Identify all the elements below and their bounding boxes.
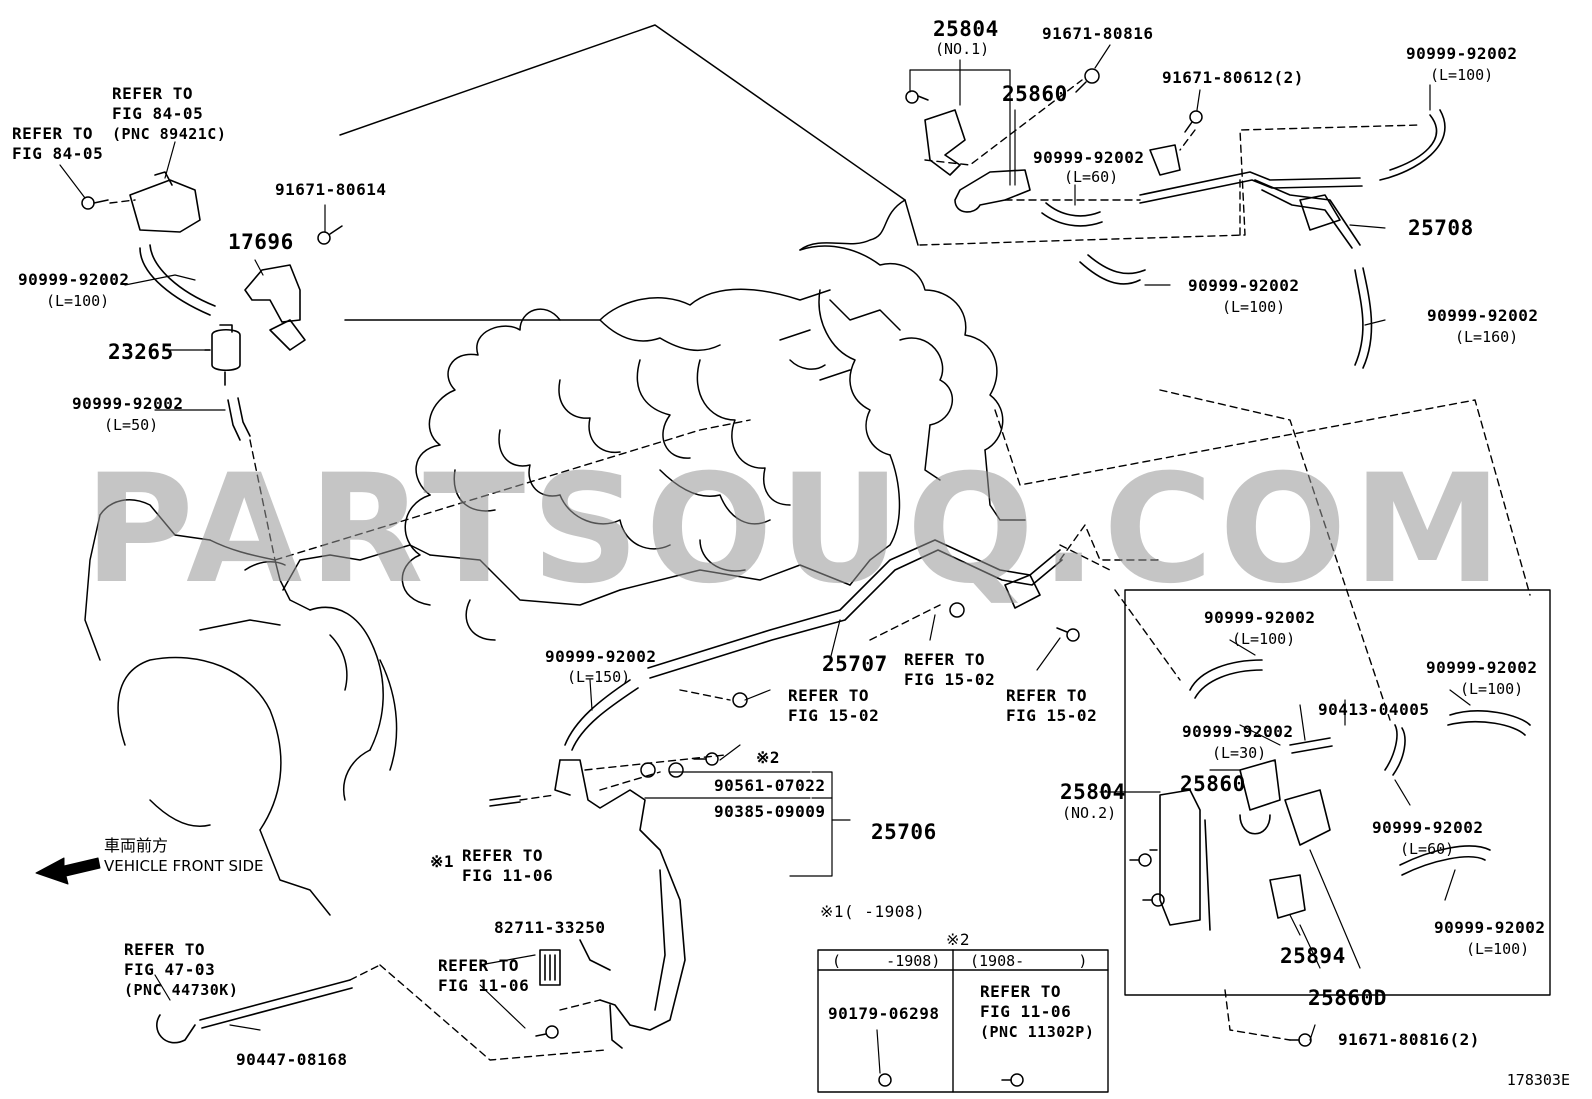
label-hose-l160: 90999-92002 [1427,306,1539,325]
label-hose-l100-left-len: (L=100) [46,292,110,310]
label-hose-l100-mid-len: (L=100) [1222,298,1286,316]
hoses [139,109,1531,1049]
label-box-hose-l60: 90999-92002 [1372,818,1484,837]
label-box-hose-l100-c-len: (L=100) [1466,940,1530,958]
label-box-hose-l100-b: 90999-92002 [1426,658,1538,677]
table2-col1-part: 90179-06298 [828,1004,940,1023]
label-box-hose-l100-c: 90999-92002 [1434,918,1546,937]
label-box-90413-04005: 90413-04005 [1318,700,1430,719]
label-box-hose-l30-len: (L=30) [1212,744,1267,762]
fasteners [81,68,1312,1087]
detail-box-frame [1124,589,1551,996]
label-mark2-bolt: ※2 [756,748,781,767]
label-hose-l50-len: (L=50) [104,416,159,434]
figure-code: 178303E [1506,1071,1570,1089]
components [129,109,1341,931]
label-hose-l150-len: (L=150) [567,668,631,686]
label-25707: 25707 [822,652,888,676]
label-hose-l150: 90999-92002 [545,647,657,666]
label-hose-l100-top-len: (L=100) [1430,66,1494,84]
label-25804-top-sub: (NO.1) [935,40,990,58]
label-box-25860d: 25860D [1308,986,1387,1010]
leaders [59,44,1471,1074]
engine-outline [84,24,1026,916]
label-box-hose-l100-b-len: (L=100) [1460,680,1524,698]
label-box-25860: 25860 [1180,772,1246,796]
label-direction-jp: 車両前方 [104,836,169,855]
label-90385-09009: 90385-09009 [714,802,826,821]
label-mark1-stud: ※1 [430,852,455,871]
label-direction-en: VEHICLE FRONT SIDE [104,857,264,875]
table2-col1-head: ( -1908) [832,952,941,970]
label-25804-top: 25804 [933,17,999,41]
label-91671-80612: 91671-80612(2) [1162,68,1304,87]
label-91671-80816: 91671-80816 [1042,24,1154,43]
label-90561-07022: 90561-07022 [714,776,826,795]
label-90447-08168: 90447-08168 [236,1050,348,1069]
label-23265: 23265 [108,340,174,364]
table2-title: ※2 [946,930,971,949]
label-box-hose-l60-len: (L=60) [1400,840,1455,858]
label-25706: 25706 [871,820,937,844]
label-hose-l160-len: (L=160) [1455,328,1519,346]
label-17696: 17696 [228,230,294,254]
label-hose-l60-top-len: (L=60) [1064,168,1119,186]
label-box-25804: 25804 [1060,780,1126,804]
label-box-hose-l100-a: 90999-92002 [1204,608,1316,627]
label-mark1-note: ※1( -1908) [820,902,926,921]
label-91671-80614: 91671-80614 [275,180,387,199]
label-25708: 25708 [1408,216,1474,240]
label-hose-l100-top: 90999-92002 [1406,44,1518,63]
label-box-hose-l30: 90999-92002 [1182,722,1294,741]
vehicle-front-arrow [35,857,101,885]
label-box-hose-l100-a-len: (L=100) [1232,630,1296,648]
label-box-25804-sub: (NO.2) [1062,804,1117,822]
label-25860-top: 25860 [1002,82,1068,106]
label-box-25894: 25894 [1280,944,1346,968]
label-91671-80816-2: 91671-80816(2) [1338,1030,1480,1049]
table-frame [817,949,1109,1093]
label-hose-l60-top: 90999-92002 [1033,148,1145,167]
label-hose-l50: 90999-92002 [72,394,184,413]
dashed-guides [109,79,1531,1061]
label-82711-33250: 82711-33250 [494,918,606,937]
watermark: PARTSOUQ.COM [83,443,1509,617]
table2-col2-head: (1908- ) [970,952,1088,970]
label-hose-l100-mid: 90999-92002 [1188,276,1300,295]
label-hose-l100-left: 90999-92002 [18,270,130,289]
